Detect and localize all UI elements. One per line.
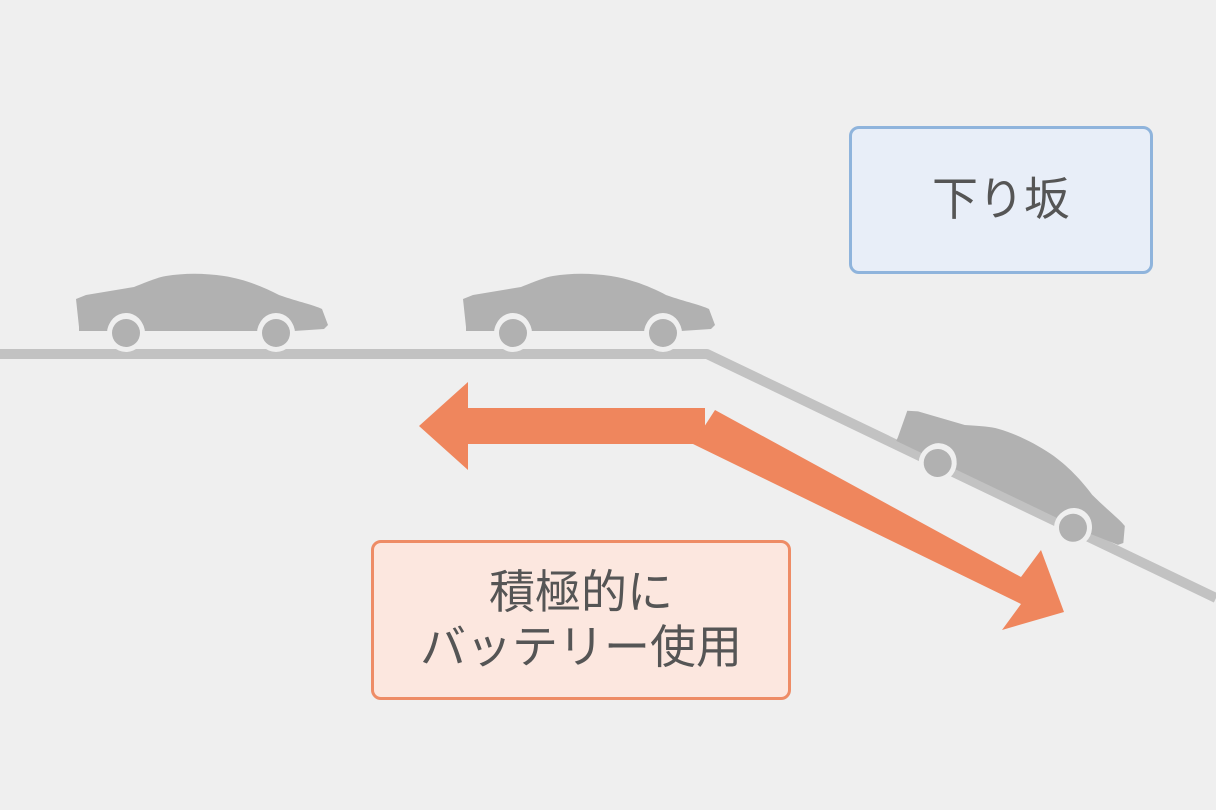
car-icon bbox=[76, 273, 328, 352]
left-arrow-icon bbox=[419, 382, 705, 470]
battery-label-box: 積極的に バッテリー使用 bbox=[371, 540, 791, 700]
slope-label: 下り坂 bbox=[932, 172, 1070, 227]
battery-label-line2: バッテリー使用 bbox=[420, 620, 742, 674]
car-icon bbox=[463, 273, 715, 352]
road-line bbox=[0, 349, 1216, 603]
battery-label-line1: 積極的に bbox=[489, 564, 673, 619]
slope-label-box: 下り坂 bbox=[849, 126, 1153, 274]
downhill-arrow-icon bbox=[693, 410, 1064, 630]
